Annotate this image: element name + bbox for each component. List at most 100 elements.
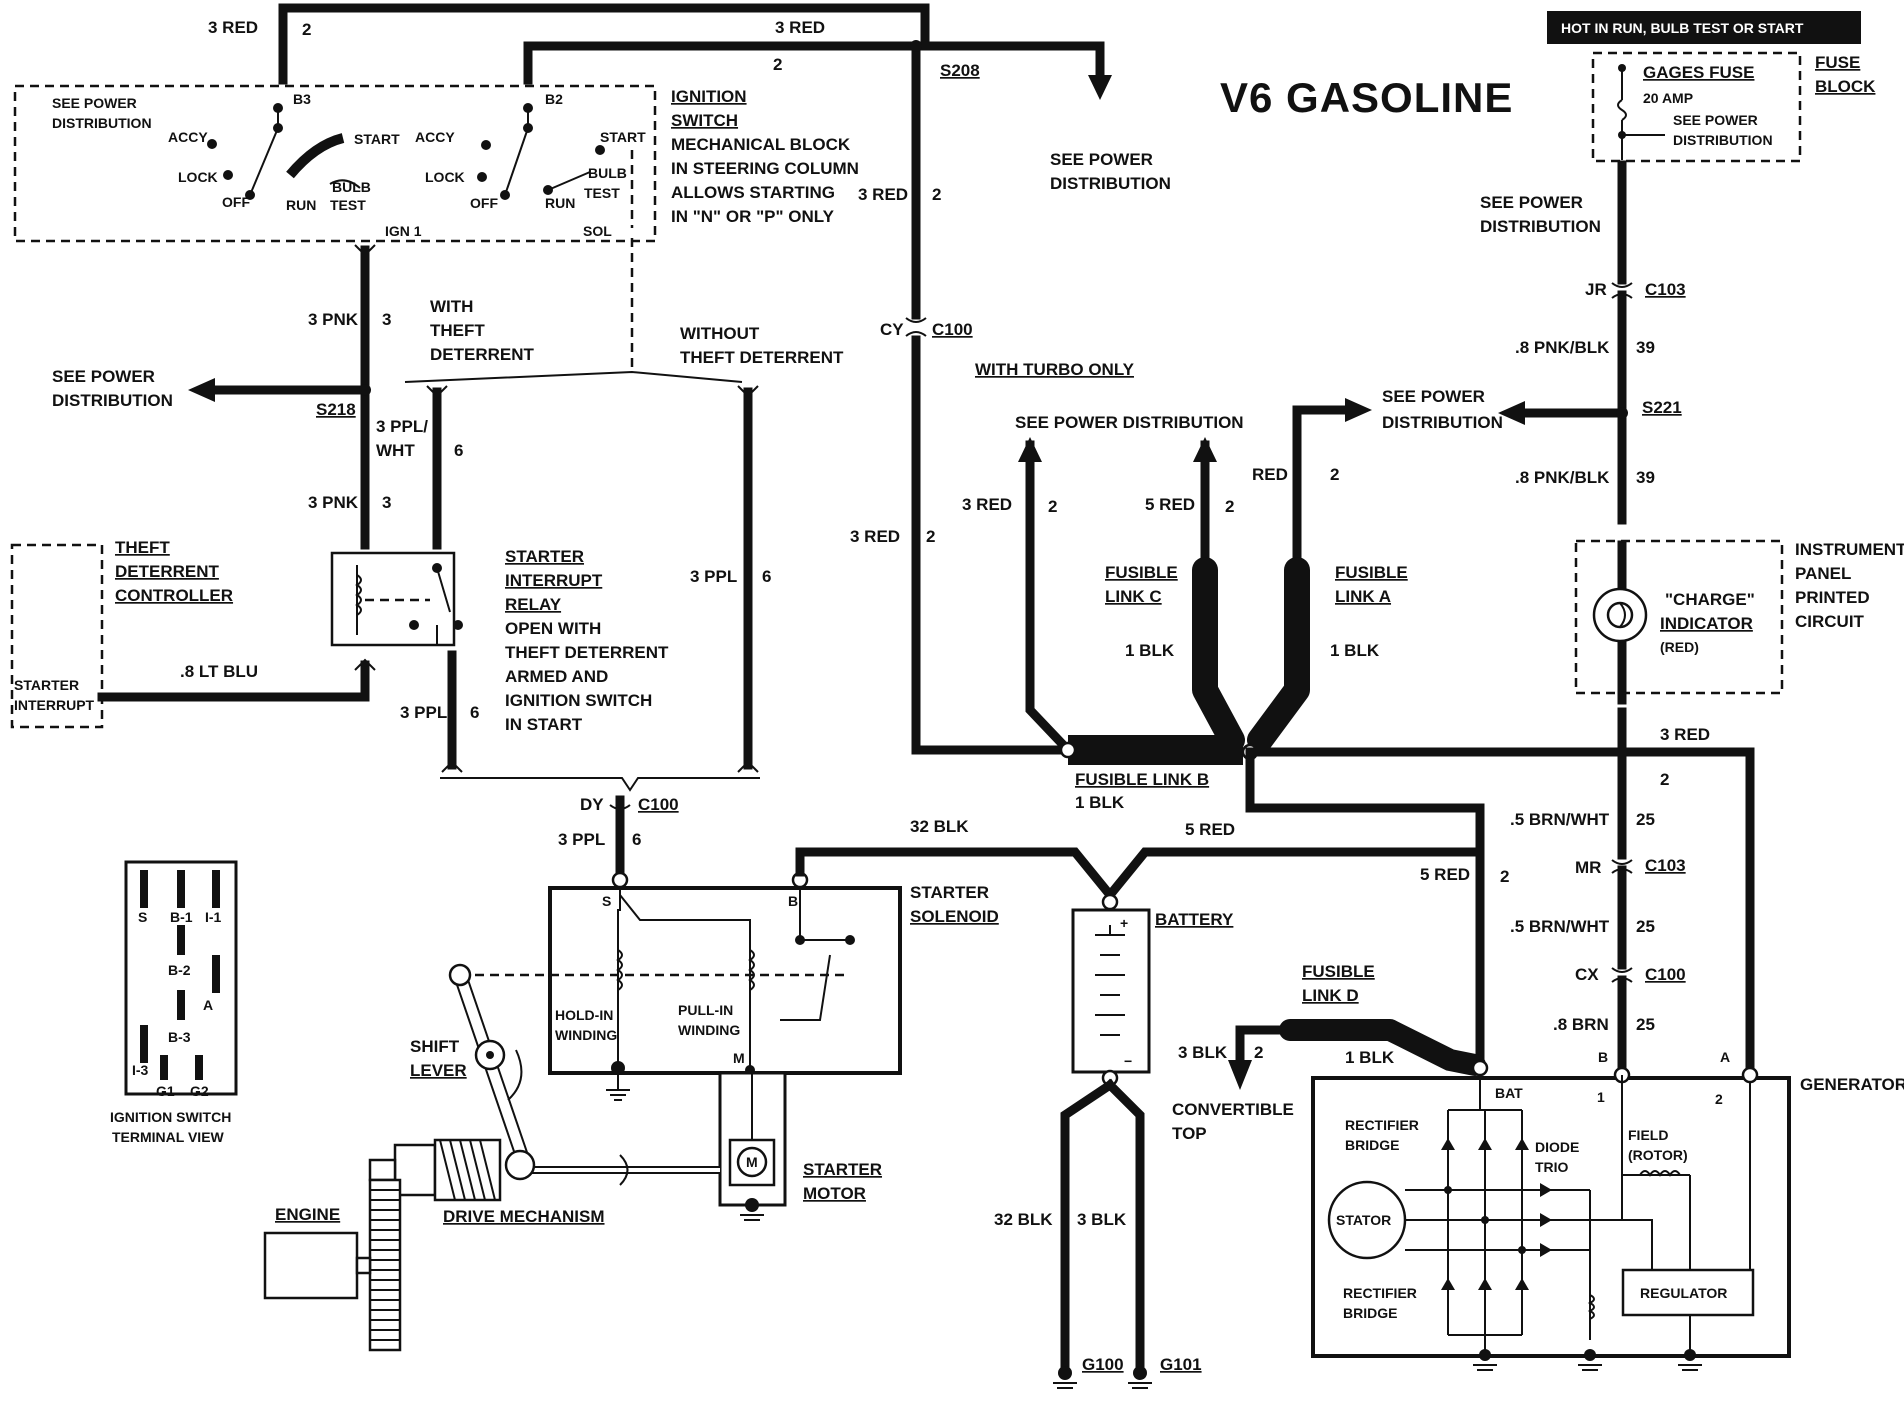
wire-brn8-circ: 25 <box>1636 1015 1655 1034</box>
connector-c103-mr: C103 <box>1645 856 1686 875</box>
shift-lever-2: LEVER <box>410 1061 467 1080</box>
motor-m: M <box>746 1154 758 1170</box>
ign-switch-desc-4: IN "N" OR "P" ONLY <box>671 207 835 226</box>
hot-label-box <box>1547 11 1861 44</box>
wire-ppl-wht-1: 3 PPL/ <box>376 417 428 436</box>
wire-red3-lower: 3 RED <box>850 527 900 546</box>
wire-blk1-c: 1 BLK <box>1125 641 1175 660</box>
ign-r-accy: ACCY <box>415 129 455 145</box>
stator-label: STATOR <box>1336 1212 1391 1228</box>
wire-red3-top: 3 RED <box>775 18 825 37</box>
fusible-b: FUSIBLE LINK B <box>1075 770 1209 789</box>
wire-red5-fusible: 5 RED <box>1145 495 1195 514</box>
tv-a: A <box>203 997 213 1013</box>
charge-indicator-1: "CHARGE" <box>1665 590 1755 609</box>
ground-g101: G101 <box>1160 1355 1202 1374</box>
ign-l-accy: ACCY <box>168 129 208 145</box>
ign-l-run: RUN <box>286 197 316 213</box>
wire-red5-fusible-circ: 2 <box>1225 497 1234 516</box>
wire-brn8: .8 BRN <box>1553 1015 1609 1034</box>
wire-ppl-wht-2: WHT <box>376 441 415 460</box>
relay-desc-3: ARMED AND <box>505 667 608 686</box>
connector-s218: S218 <box>316 400 356 419</box>
see-power-left-1: SEE POWER <box>52 367 155 386</box>
wire-red5-gen: 5 RED <box>1420 865 1470 884</box>
see-power-right-1: SEE POWER <box>1382 387 1485 406</box>
relay-desc-5: IN START <box>505 715 583 734</box>
fusible-d-1: FUSIBLE <box>1302 962 1375 981</box>
instrument-panel-4: CIRCUIT <box>1795 612 1865 631</box>
hold-in-winding-1: HOLD-IN <box>555 1007 613 1023</box>
see-power-mid: SEE POWER DISTRIBUTION <box>1015 413 1244 432</box>
theft-controller-3: CONTROLLER <box>115 586 233 605</box>
wire-lt-blu: .8 LT BLU <box>180 662 258 681</box>
turbo-only: WITH TURBO ONLY <box>975 360 1135 379</box>
ign-r-lock: LOCK <box>425 169 465 185</box>
rectifier-top-2: BRIDGE <box>1345 1137 1399 1153</box>
ign-r-start: START <box>600 129 646 145</box>
wire-blk32-ground: 32 BLK <box>994 1210 1053 1229</box>
fuse-block <box>1591 51 1802 163</box>
wire-red3-top-left: 3 RED <box>208 18 258 37</box>
fusible-d-2: LINK D <box>1302 986 1359 1005</box>
wire-blk1-a: 1 BLK <box>1330 641 1380 660</box>
wire-blk32-top: 32 BLK <box>910 817 969 836</box>
field-rotor-1: FIELD <box>1628 1127 1668 1143</box>
connector-c103-jr-label: JR <box>1585 280 1607 299</box>
starter-motor-1: STARTER <box>803 1160 882 1179</box>
ign-l-bulb: BULB <box>332 179 371 195</box>
starter-interrupt-1: STARTER <box>14 677 79 693</box>
theft-controller-box <box>10 543 104 729</box>
instrument-panel-3: PRINTED <box>1795 588 1870 607</box>
fuse-see-power-dist-1: SEE POWER <box>1480 193 1583 212</box>
ign-switch-desc-3: ALLOWS STARTING <box>671 183 835 202</box>
terminal-view-caption-2: TERMINAL VIEW <box>112 1129 225 1145</box>
wire-red3-gen: 3 RED <box>1660 725 1710 744</box>
wire-red3-lower-circ: 2 <box>926 527 935 546</box>
theft-controller-2: DETERRENT <box>115 562 220 581</box>
wire-red3-upper-circ: 2 <box>932 185 941 204</box>
wire-brn-wht-bottom-circ: 25 <box>1636 917 1655 936</box>
wire-red3-turbo: 3 RED <box>962 495 1012 514</box>
field-rotor-2: (ROTOR) <box>1628 1147 1688 1163</box>
fusible-c-2: LINK C <box>1105 587 1162 606</box>
wire-pnk-blk-top-circ: 39 <box>1636 338 1655 357</box>
terminal-b3: B3 <box>293 91 311 107</box>
wire-ppl3-sol: 3 PPL <box>558 830 605 849</box>
gen-bat: BAT <box>1495 1085 1523 1101</box>
diode-trio-2: TRIO <box>1535 1159 1569 1175</box>
theft-controller-1: THEFT <box>115 538 170 557</box>
theft-with-3: DETERRENT <box>430 345 535 364</box>
shift-lever-1: SHIFT <box>410 1037 460 1056</box>
fuse-name: GAGES FUSE <box>1643 63 1754 82</box>
see-power-top-1: SEE POWER <box>1050 150 1153 169</box>
relay-title-2: INTERRUPT <box>505 571 603 590</box>
solenoid-title-2: SOLENOID <box>910 907 999 926</box>
relay-desc-1: OPEN WITH <box>505 619 601 638</box>
fuse-block-2: BLOCK <box>1815 77 1876 96</box>
battery-label: BATTERY <box>1155 910 1234 929</box>
tv-i1: I-1 <box>205 909 222 925</box>
wire-red3-turbo-circ: 2 <box>1048 497 1057 516</box>
ign-r-test: TEST <box>584 185 620 201</box>
relay-title-3: RELAY <box>505 595 562 614</box>
fuse-rating: 20 AMP <box>1643 90 1693 106</box>
tv-g2: G2 <box>190 1083 209 1099</box>
ign-l-start: START <box>354 131 400 147</box>
battery-plus: + <box>1120 915 1128 931</box>
tv-b3: B-3 <box>168 1029 191 1045</box>
wire-ppl-wht-circ: 6 <box>454 441 463 460</box>
ign-switch-desc-1: MECHANICAL BLOCK <box>671 135 851 154</box>
wire-red3-upper: 3 RED <box>858 185 908 204</box>
ign-l-test: TEST <box>330 197 366 213</box>
starter-motor-2: MOTOR <box>803 1184 866 1203</box>
wire-red-a: RED <box>1252 465 1288 484</box>
fuse-see-power-1: SEE POWER <box>1673 112 1758 128</box>
ign-switch-title-2: SWITCH <box>671 111 738 130</box>
battery-minus: − <box>1124 1053 1132 1069</box>
wire-ppl3-relay: 3 PPL <box>400 703 447 722</box>
wire-pnk-blk-top: .8 PNK/BLK <box>1515 338 1610 357</box>
sol-terminal-b: B <box>788 893 798 909</box>
wire-pnk-blk-bottom-circ: 39 <box>1636 468 1655 487</box>
